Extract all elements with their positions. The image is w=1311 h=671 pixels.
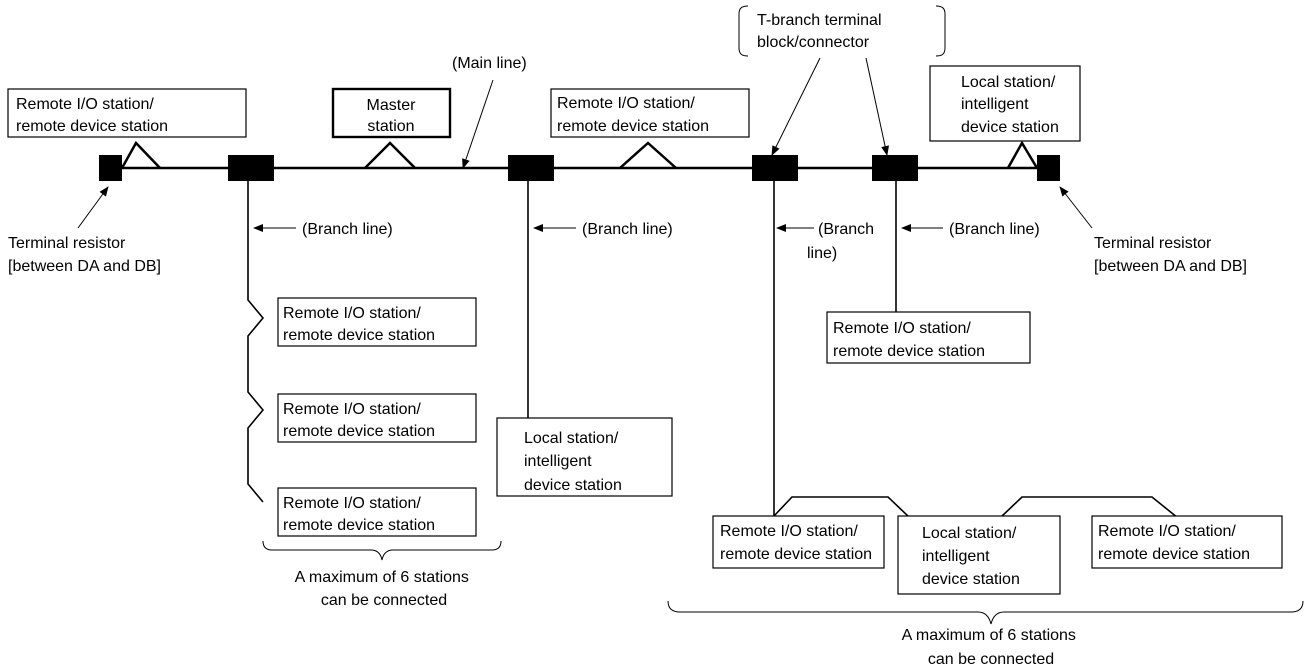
- svg-text:Remote I/O station/remote devi: Remote I/O station/remote device station: [1098, 523, 1250, 563]
- station-box: Remote I/O station/remote device station: [712, 515, 885, 569]
- station-box: Remote I/O station/remote device station: [277, 487, 477, 537]
- max-stations-note-right: A maximum of 6 stations can be connected: [902, 627, 1081, 668]
- svg-text:Remote I/O station/remote devi: Remote I/O station/remote device station: [283, 401, 435, 440]
- terminal-resistor-left: [99, 155, 122, 181]
- station-box: Remote I/O station/remote device station: [826, 311, 1031, 364]
- branch-line-label-3: (Branch line): [807, 221, 878, 262]
- station-box: Remote I/O station/remote device station: [7, 88, 247, 138]
- station-box: Remote I/O station/remote device station: [550, 88, 750, 138]
- terminal-resistor-label-left: Terminal resistor [between DA and DB]: [8, 235, 161, 275]
- terminal-resistor-right: [1037, 155, 1060, 181]
- svg-text:Remote I/O station/remote devi: Remote I/O station/remote device station: [557, 95, 709, 135]
- max-stations-brace-left: [262, 540, 502, 561]
- station-box: Remote I/O station/remote device station: [277, 393, 477, 443]
- t-branch-callout-label: T-branch terminal block/connector: [757, 12, 886, 51]
- t-branch-block-2: [508, 155, 554, 181]
- station-box: Remote I/O station/remote device station: [277, 297, 477, 347]
- branch-line-label-4: (Branch line): [949, 221, 1040, 238]
- t-branch-block-3: [752, 155, 798, 181]
- station-box: Remote I/O station/remote device station: [1091, 515, 1283, 569]
- t-branch-block-4: [872, 155, 918, 181]
- svg-text:Remote I/O station/remote devi: Remote I/O station/remote device station: [720, 523, 872, 563]
- branch-lines: [247, 181, 1179, 519]
- svg-text:Remote I/O station/remote devi: Remote I/O station/remote device station: [833, 320, 985, 360]
- svg-text:Remote I/O station/remote devi: Remote I/O station/remote device station: [283, 305, 435, 344]
- t-branch-block-1: [228, 155, 274, 181]
- svg-text:Remote I/O station/remote devi: Remote I/O station/remote device station: [16, 96, 168, 135]
- svg-text:Remote I/O station/remote devi: Remote I/O station/remote device station: [283, 495, 435, 534]
- main-line-station-drops: [120, 140, 1039, 169]
- t-branch-callout-bracket: [738, 5, 946, 57]
- main-line-label: (Main line): [452, 55, 527, 72]
- max-stations-note-left: A maximum of 6 stations can be connected: [295, 569, 474, 609]
- max-stations-brace-right: [667, 600, 1304, 625]
- callout-arrows: [77, 57, 1093, 232]
- terminal-resistor-label-right: Terminal resistor [between DA and DB]: [1094, 235, 1247, 275]
- branch-line-label-2: (Branch line): [582, 221, 673, 238]
- branch-line-label-1: (Branch line): [302, 221, 393, 238]
